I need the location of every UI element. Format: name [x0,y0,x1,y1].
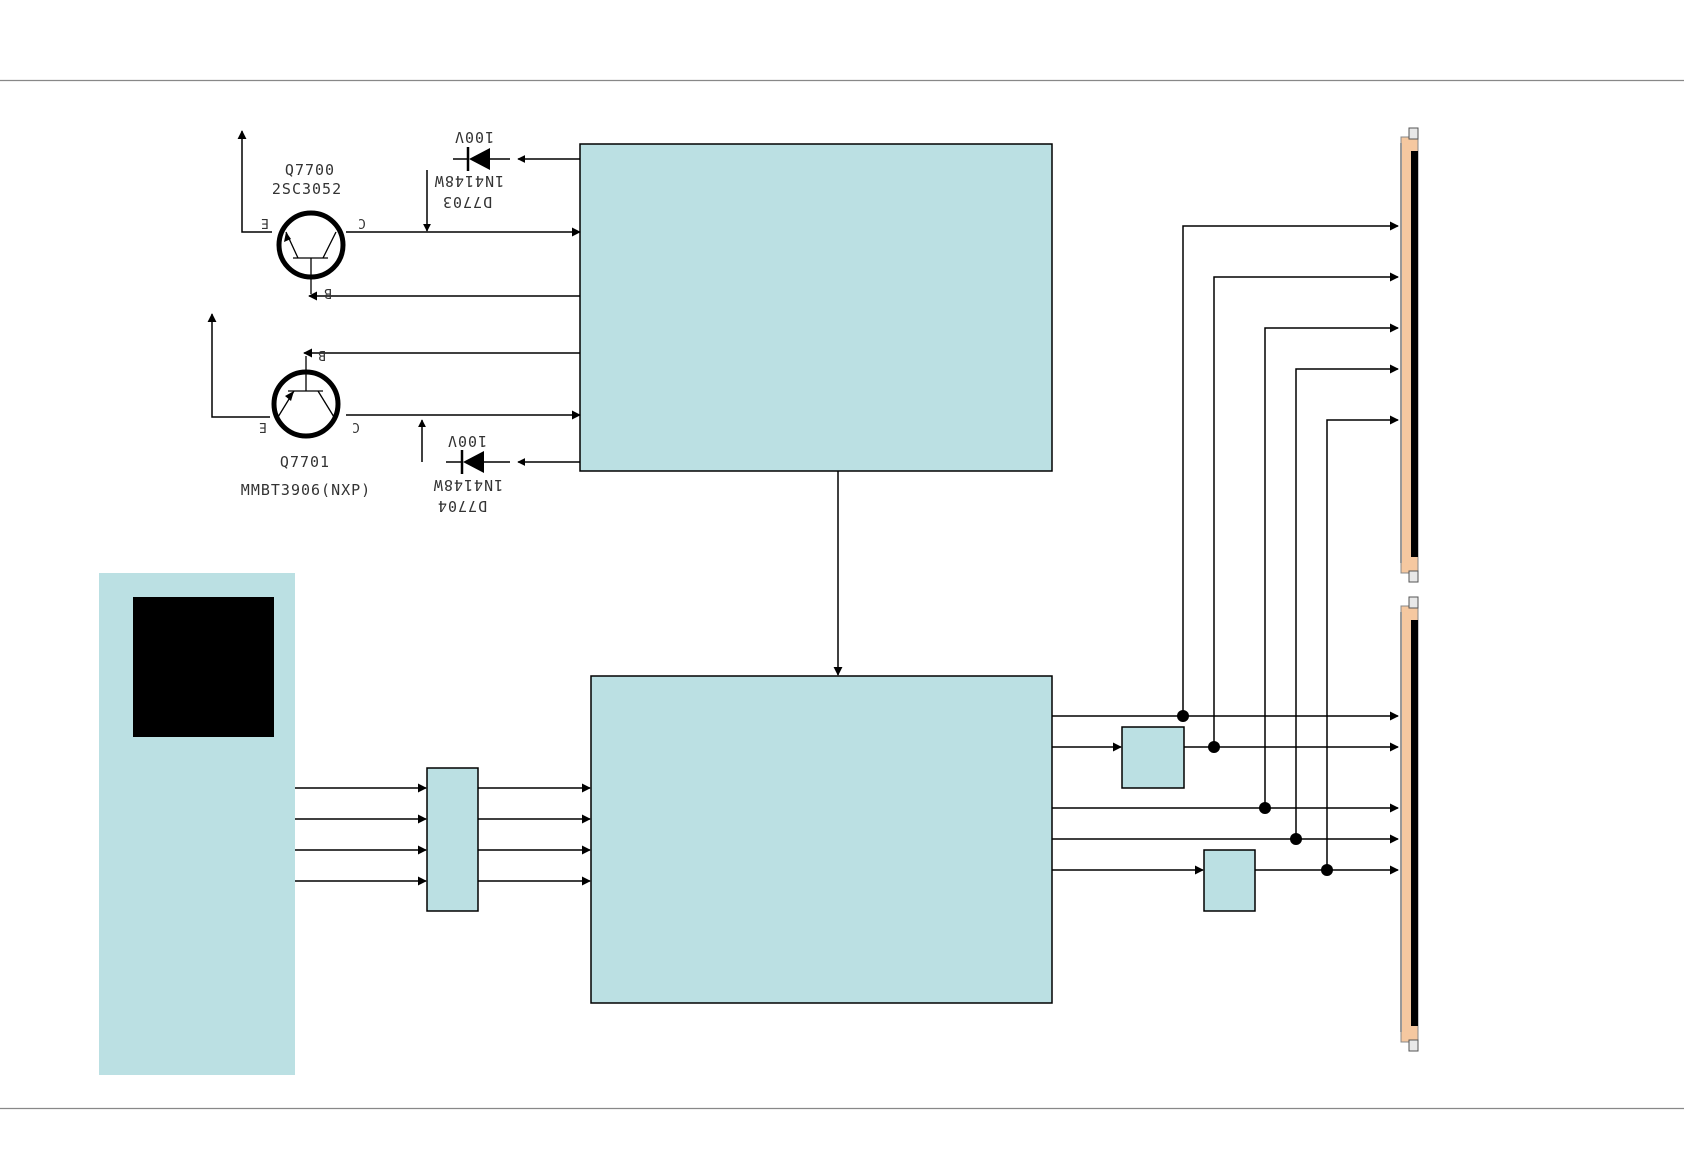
d7703-diode [423,147,580,232]
lower-block-output-lines [1052,711,1399,875]
left-board-black-square [133,597,274,737]
tap-lines-to-upper-panel [1182,221,1399,870]
q7701-pin-b: B [318,347,326,362]
buffer-block [426,767,479,912]
upper-connector-panel [1400,127,1419,583]
q7701-part: MMBT3906(NXP) [241,481,371,499]
d7703-part: 1N4148W [434,172,504,190]
q7701-pin-e: E [259,419,267,434]
lower-connector-panel [1400,596,1419,1052]
q7700-ref: Q7700 [285,161,335,179]
d7704-diode [418,419,580,474]
small-block-1 [1121,726,1185,789]
lower-block [590,675,1053,1004]
d7704-ref: D7704 [437,497,487,515]
q7701-transistor [271,356,341,439]
d7704-voltage: 100V [447,432,487,450]
d7703-ref: D7703 [442,193,492,211]
upper-block [579,143,1053,472]
q7701-wires [207,313,581,420]
q7700-wires [237,130,581,301]
q7700-pin-b: B [324,285,332,300]
board-to-buffer-lines [295,783,427,886]
q7701-ref: Q7701 [280,453,330,471]
d7703-voltage: 100V [454,128,494,146]
q7701-pin-c: C [352,419,360,434]
q7700-transistor [276,210,346,294]
small-block-2 [1203,849,1256,912]
q7700-pin-c: C [358,215,366,230]
junction-dots [1177,710,1333,876]
q7700-pin-e: E [261,215,269,230]
q7700-part: 2SC3052 [272,180,342,198]
buffer-to-lower-block-lines [478,783,591,886]
d7704-part: 1N4148W [433,476,503,494]
